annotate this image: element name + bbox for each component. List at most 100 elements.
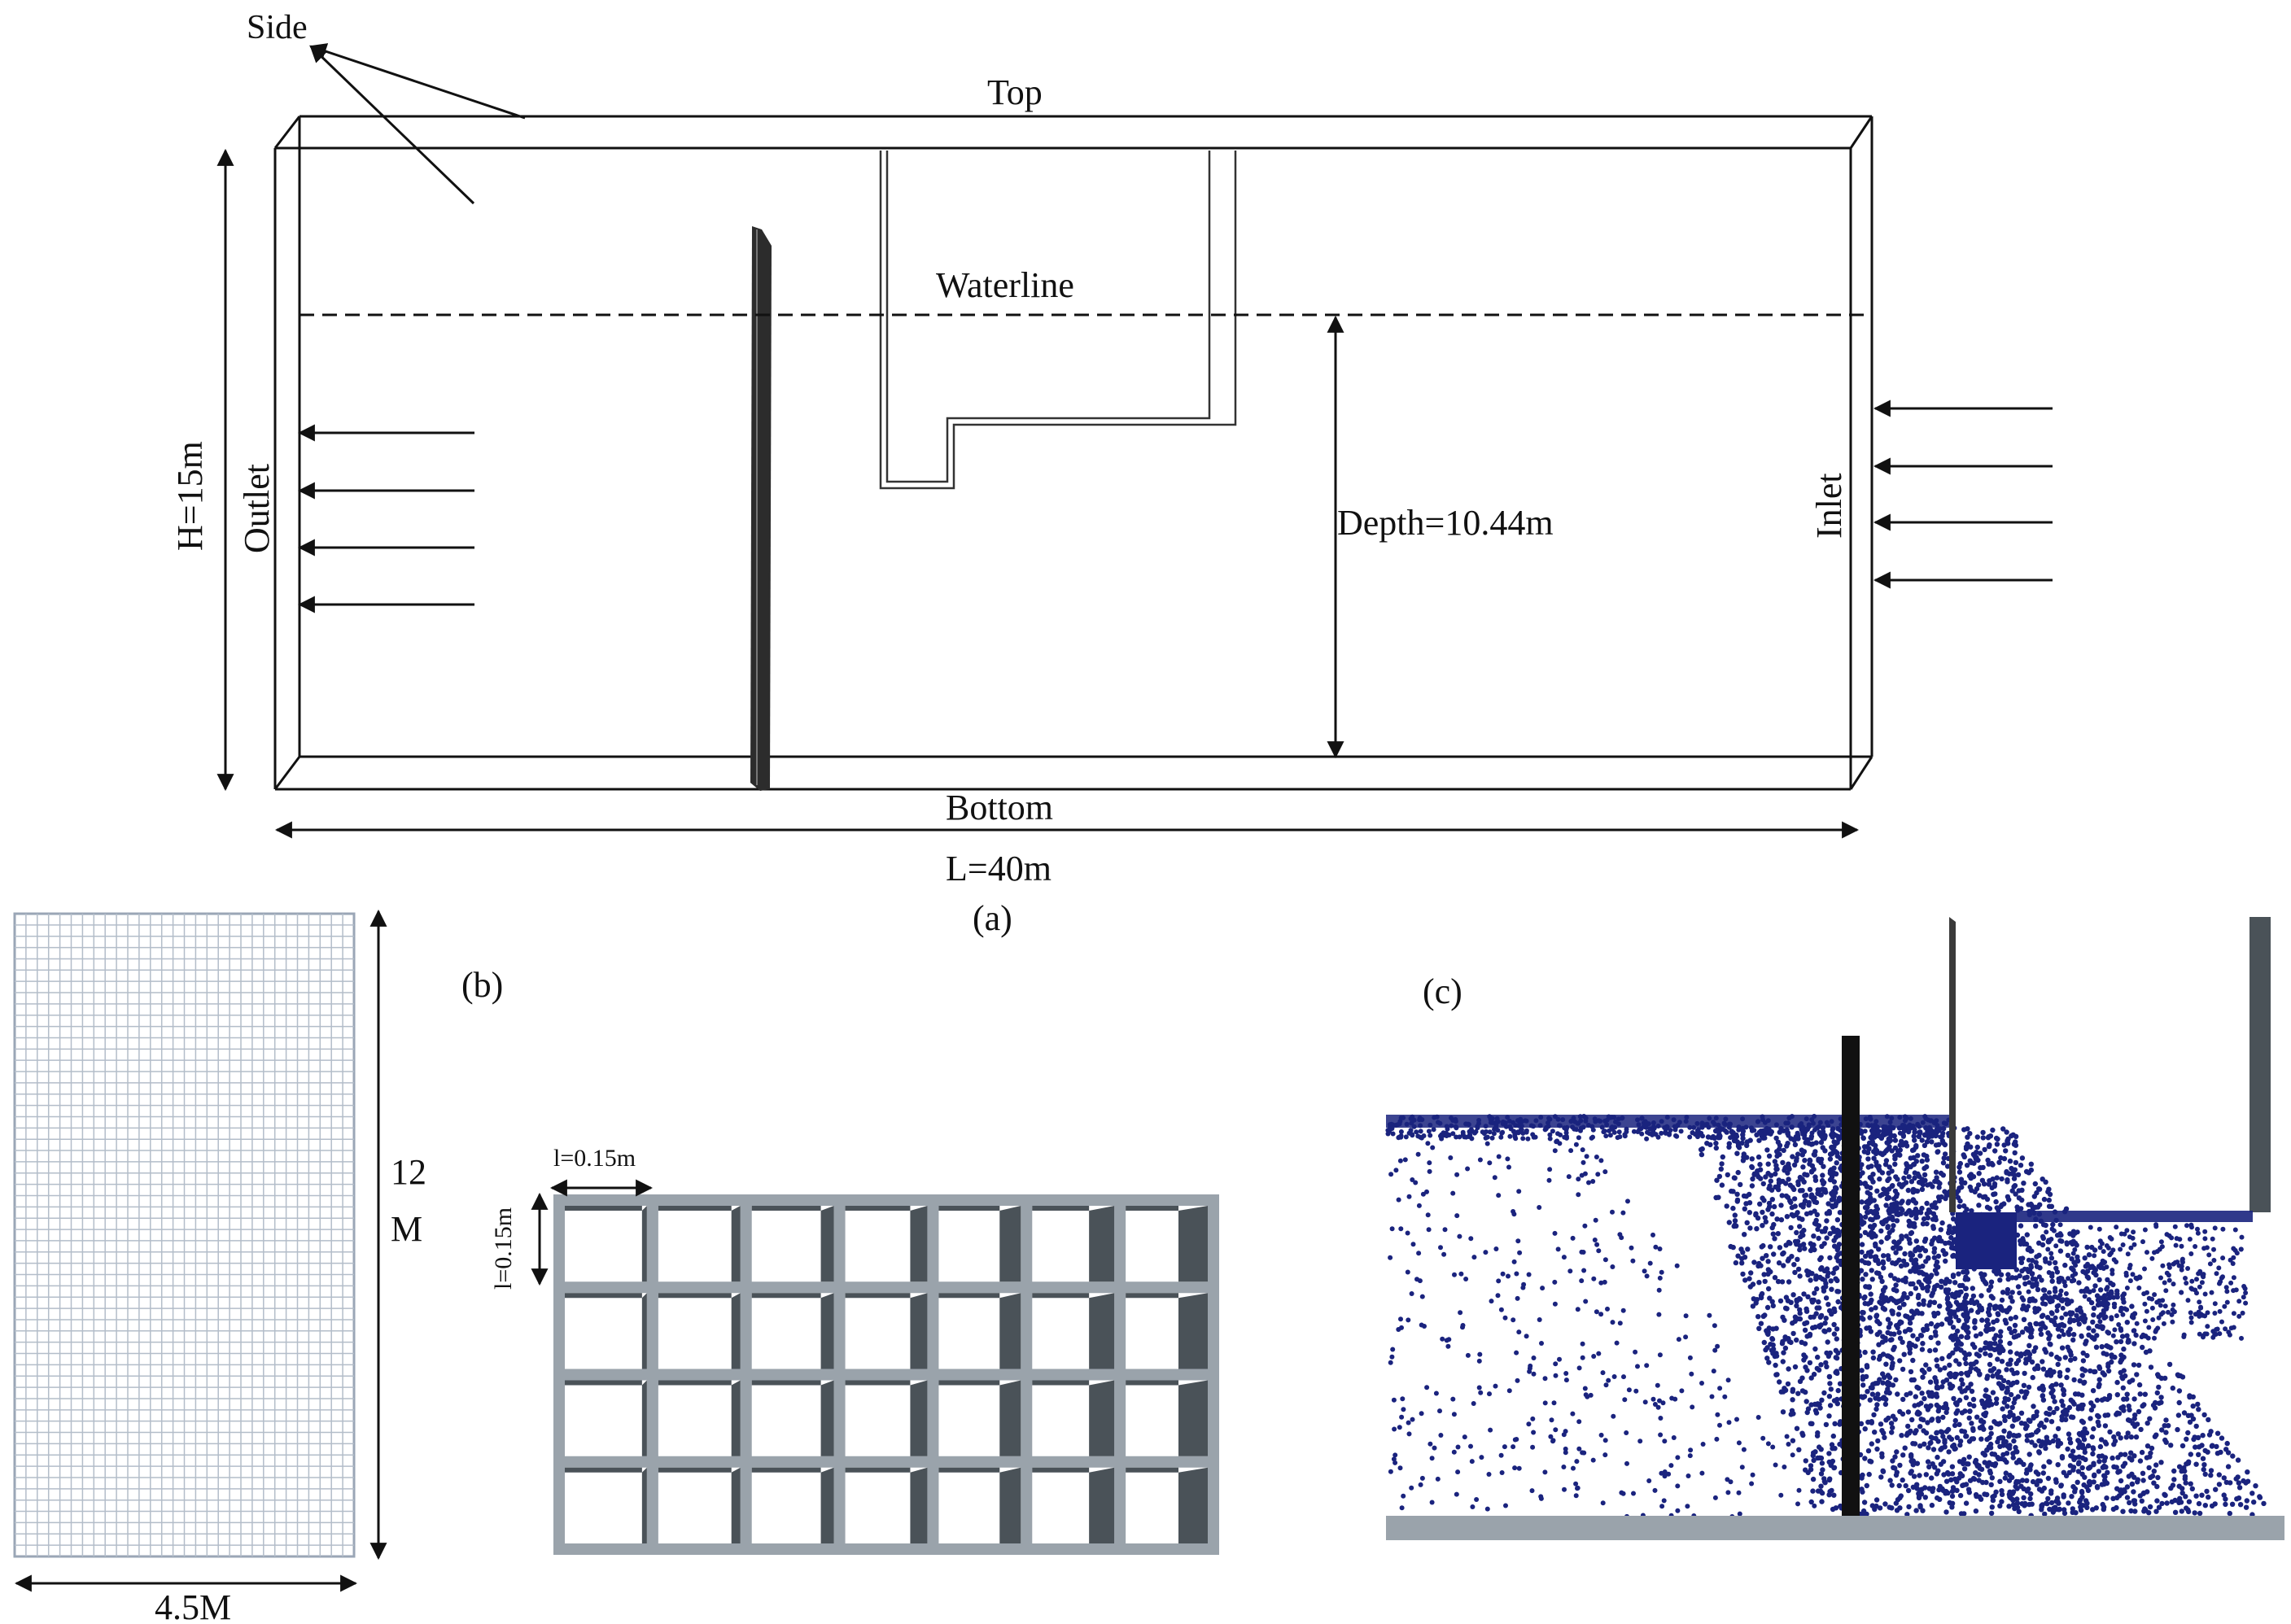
particle xyxy=(2140,1478,2146,1483)
particle xyxy=(2097,1287,2104,1293)
particle xyxy=(2210,1443,2215,1448)
particle xyxy=(1873,1243,1878,1249)
particle xyxy=(1918,1491,1925,1497)
particle xyxy=(2014,1351,2020,1356)
particle xyxy=(1573,1142,1579,1147)
particle xyxy=(2048,1237,2054,1242)
particle xyxy=(2027,1495,2033,1502)
particle xyxy=(1773,1163,1779,1168)
particle xyxy=(2124,1484,2131,1490)
particle xyxy=(2082,1294,2088,1299)
particle xyxy=(2184,1461,2189,1467)
particle xyxy=(1499,1470,1505,1475)
particle xyxy=(1699,1381,1704,1386)
particle xyxy=(2154,1483,2160,1490)
particle xyxy=(1827,1489,1833,1495)
particle xyxy=(1777,1298,1784,1304)
particle xyxy=(1868,1329,1873,1334)
particle xyxy=(1961,1203,1967,1209)
particle xyxy=(1922,1248,1929,1254)
particle xyxy=(1561,1465,1567,1469)
particle xyxy=(2136,1362,2142,1369)
particle xyxy=(2132,1412,2138,1418)
particle xyxy=(2225,1464,2232,1469)
particle xyxy=(1425,1141,1431,1146)
particle xyxy=(1905,1423,1911,1430)
particle xyxy=(1925,1407,1931,1412)
particle xyxy=(1731,1137,1738,1144)
particle xyxy=(1821,1180,1827,1185)
particle xyxy=(1410,1242,1416,1247)
particle xyxy=(2110,1495,2116,1502)
particle xyxy=(1916,1269,1922,1276)
particle xyxy=(1972,1344,1978,1351)
particle xyxy=(1417,1278,1423,1284)
particle xyxy=(1900,1339,1905,1345)
particle xyxy=(1772,1159,1778,1164)
particle xyxy=(2189,1278,2195,1284)
particle xyxy=(1992,1191,1998,1197)
particle xyxy=(2091,1425,2096,1432)
particle xyxy=(1949,1493,1956,1500)
particle xyxy=(2105,1361,2111,1367)
particle xyxy=(1913,1343,1918,1349)
particle xyxy=(1825,1273,1830,1279)
particle xyxy=(1764,1356,1770,1361)
particle xyxy=(1930,1461,1935,1467)
particle xyxy=(2131,1242,2137,1247)
particle xyxy=(2202,1447,2208,1454)
particle xyxy=(2217,1331,2223,1337)
particle xyxy=(2058,1288,2064,1294)
particle xyxy=(1957,1361,1962,1367)
particle xyxy=(1749,1156,1755,1162)
particle xyxy=(1818,1156,1825,1163)
particle xyxy=(1506,1273,1511,1279)
particle xyxy=(1769,1211,1775,1217)
particle xyxy=(2180,1443,2186,1449)
particle xyxy=(2079,1366,2085,1372)
mesh-opening-shade xyxy=(820,1206,834,1282)
particle xyxy=(2228,1280,2234,1286)
mesh-opening-shade xyxy=(910,1380,928,1456)
particle xyxy=(1531,1371,1537,1377)
particle xyxy=(1900,1477,1905,1483)
particle xyxy=(1892,1137,1899,1143)
mesh-opening-top-shade xyxy=(938,1380,1000,1386)
particle xyxy=(1562,1486,1567,1492)
particle xyxy=(2000,1347,2006,1354)
particle xyxy=(1517,1250,1523,1255)
particle xyxy=(1924,1200,1930,1207)
particle xyxy=(2011,1370,2017,1377)
particle xyxy=(1833,1203,1838,1209)
particle xyxy=(1955,1302,1961,1307)
particle xyxy=(2096,1384,2101,1390)
particle xyxy=(1833,1355,1838,1360)
particle xyxy=(1622,1397,1628,1403)
particle xyxy=(2073,1263,2079,1268)
particle xyxy=(2054,1406,2060,1412)
particle xyxy=(1792,1142,1799,1148)
mesh-opening xyxy=(658,1293,741,1369)
particle xyxy=(2018,1421,2025,1426)
particle xyxy=(1547,1136,1553,1142)
particle xyxy=(2137,1391,2143,1397)
particle xyxy=(2142,1301,2148,1307)
particle xyxy=(1986,1403,1992,1408)
inlet-label: Inlet xyxy=(1809,473,1849,539)
particle xyxy=(2127,1379,2132,1385)
particle xyxy=(2231,1275,2236,1281)
particle xyxy=(1725,1490,1731,1495)
particle xyxy=(1957,1475,1962,1481)
particle xyxy=(1992,1419,1997,1425)
particle xyxy=(1815,1430,1821,1436)
particle xyxy=(1716,1173,1723,1180)
particle xyxy=(1563,1130,1569,1136)
particle xyxy=(1755,1314,1761,1320)
mesh-opening-shade xyxy=(641,1380,647,1456)
particle xyxy=(1904,1262,1910,1268)
particle xyxy=(1799,1430,1805,1436)
particle xyxy=(1820,1467,1825,1473)
particle xyxy=(1779,1193,1785,1198)
particle xyxy=(2002,1475,2008,1481)
particle xyxy=(2050,1509,2056,1515)
